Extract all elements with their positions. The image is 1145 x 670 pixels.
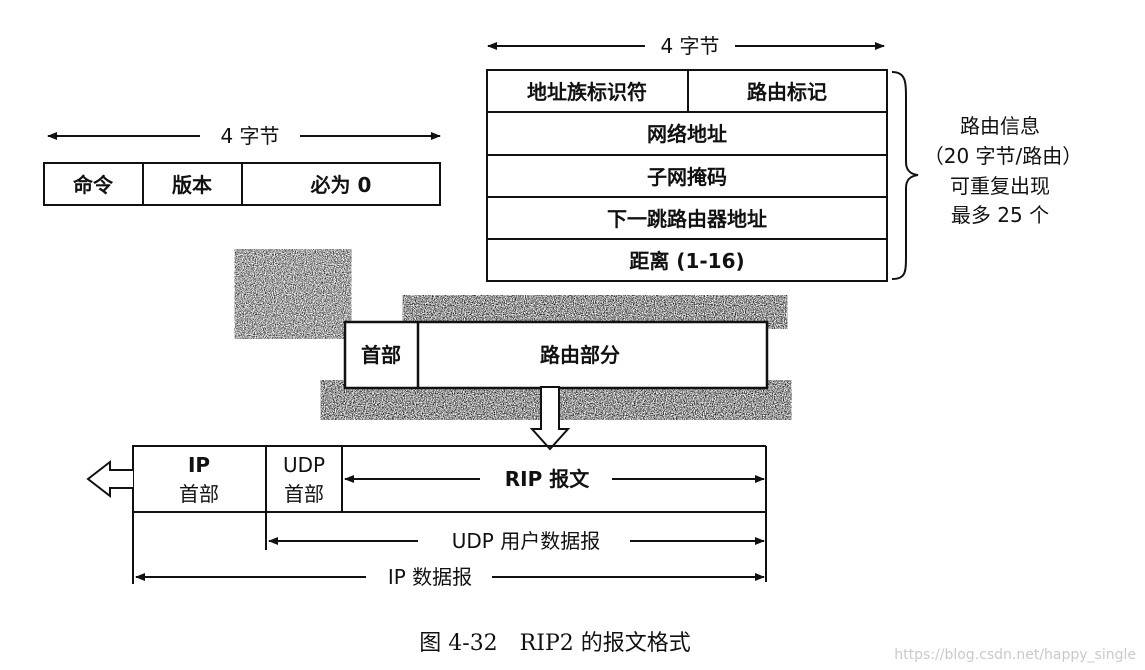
route-width-label: 4 字节: [660, 34, 719, 58]
rip-message-box: [343, 320, 769, 390]
udp-header-box: [265, 445, 343, 513]
rip-message-label: RIP 报文: [505, 467, 590, 491]
brace-note-line: （20 字节/路由）: [924, 144, 1083, 168]
brace-note-line: 路由信息: [960, 114, 1040, 138]
route-brace: [891, 71, 919, 280]
speckle-right-wedge: [420, 300, 770, 324]
ip-header-label-bottom: 首部: [179, 482, 219, 506]
ip-header-label-top: IP: [188, 453, 210, 477]
next-hop-field: 下一跳路由器地址: [607, 207, 767, 231]
must-be-zero-field: 必为 0: [310, 173, 372, 197]
watermark: https://blog.csdn.net/happy_single: [894, 647, 1136, 663]
brace-note-line: 可重复出现: [950, 174, 1050, 198]
ip-header-box: [132, 445, 267, 513]
network-address-field: 网络地址: [647, 122, 727, 146]
route-entry: 4 字节 地址族标识符 路由标记 网络地址 子网掩码 下一跳路由器地址 距离 (…: [486, 34, 1083, 282]
metric-field: 距离 (1-16): [629, 249, 744, 273]
rip-message: 首部 路由部分: [240, 262, 770, 451]
down-arrow: [529, 386, 571, 451]
ip-datagram-label: IP 数据报: [388, 565, 472, 589]
address-family-field: 地址族标识符: [527, 80, 647, 104]
header-width-label: 4 字节: [220, 124, 279, 148]
rip-route-part-field: 路由部分: [540, 343, 620, 367]
command-field: 命令: [73, 173, 114, 197]
udp-header-label-top: UDP: [283, 453, 325, 477]
rip-header-field: 首部: [361, 343, 401, 367]
version-field: 版本: [172, 173, 212, 197]
route-tag-field: 路由标记: [747, 80, 827, 104]
left-hollow-arrow: [86, 459, 133, 499]
speckle-left-wedge: [240, 262, 346, 326]
figure-caption: 图 4-32 RIP2 的报文格式: [419, 631, 690, 656]
brace-note-line: 最多 25 个: [951, 203, 1049, 227]
packet: IP 首部 UDP 首部 RIP 报文 UDP 用户数据报 IP 数据报: [86, 445, 767, 589]
subnet-mask-field: 子网掩码: [647, 165, 727, 189]
udp-header-label-bottom: 首部: [284, 482, 324, 506]
udp-datagram-label: UDP 用户数据报: [452, 529, 600, 553]
header-fields: 4 字节 命令 版本 必为 0: [43, 124, 441, 206]
